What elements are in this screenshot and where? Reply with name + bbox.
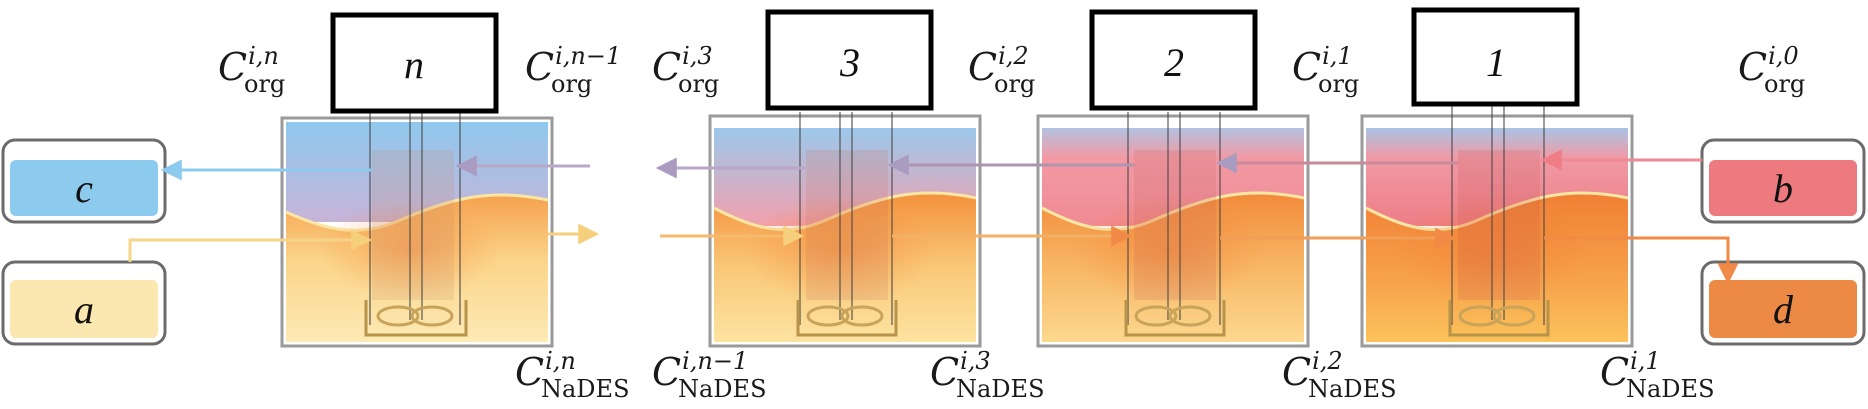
stage-tank-3 [708, 112, 982, 348]
stage-label-1: 1 [1486, 40, 1506, 85]
reservoir-a: a [1, 260, 167, 346]
stage-tank-2 [1036, 112, 1310, 348]
stage-label-n: n [404, 42, 424, 87]
reservoir-label-c: c [75, 166, 93, 211]
reservoir-label-d: d [1773, 287, 1794, 332]
reservoir-d: d [1700, 260, 1866, 346]
stage-tank-n [280, 112, 554, 348]
stage-tank-1 [1360, 104, 1634, 348]
reservoir-c: c [1, 138, 167, 224]
flow-nades-1-to-d [1544, 236, 1739, 285]
stage-box-n [330, 12, 499, 114]
stage-label-2: 2 [1164, 40, 1184, 85]
stage-box-2 [1089, 9, 1258, 111]
reservoir-label-b: b [1773, 166, 1793, 211]
reservoir-b: b [1700, 138, 1866, 224]
reservoir-label-a: a [74, 287, 94, 332]
stage-box-3 [765, 9, 934, 111]
stage-box-1 [1411, 7, 1580, 107]
flow-nades-a-to-n [128, 229, 373, 262]
stage-label-3: 3 [839, 40, 860, 85]
